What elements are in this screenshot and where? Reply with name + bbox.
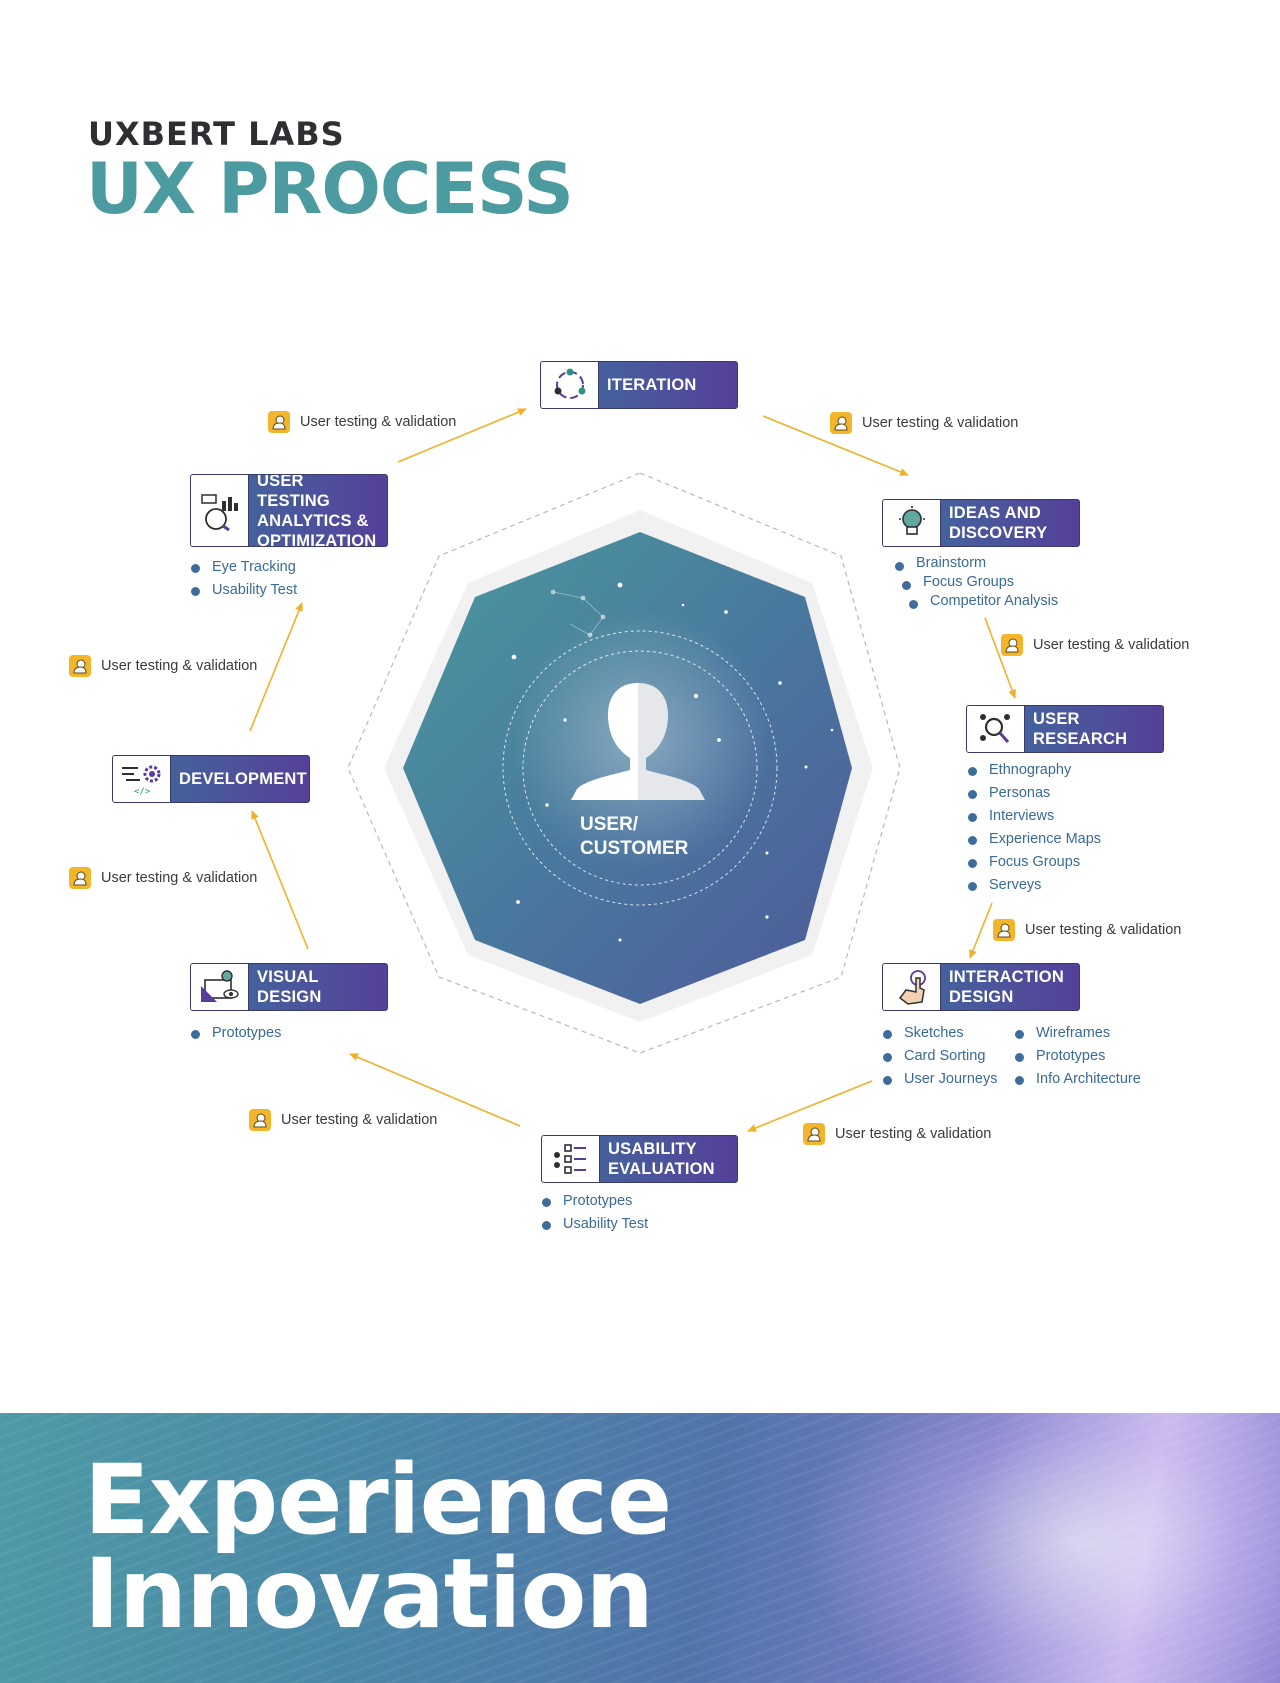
list-item: Info Architecture <box>1014 1068 1141 1091</box>
user-testing-icon <box>268 411 290 433</box>
user-testing-icon <box>69 867 91 889</box>
stage-user-research[interactable]: USER RESEARCH <box>966 705 1164 753</box>
magnifier-users-icon <box>967 706 1025 752</box>
list-item: Interviews <box>967 805 1101 828</box>
arrow-iteration-to-ideas <box>762 415 909 476</box>
stage-ideas-and-discovery[interactable]: IDEAS AND DISCOVERY <box>882 499 1080 547</box>
interaction-method-list-right: Wireframes Prototypes Info Architecture <box>1014 1022 1141 1091</box>
iteration-cycle-icon <box>541 362 599 408</box>
analytics-chart-icon <box>191 475 249 546</box>
list-item: Sketches <box>882 1022 997 1045</box>
user-testing-icon <box>249 1109 271 1131</box>
list-item: Prototypes <box>190 1022 281 1045</box>
list-item: Competitor Analysis <box>908 592 1058 611</box>
testing-method-list: Eye Tracking Usability Test <box>190 556 297 602</box>
validation-label: User testing & validation <box>803 1122 991 1146</box>
arrow-ideas-to-research <box>984 617 1016 699</box>
list-item: Personas <box>967 782 1101 805</box>
touch-hand-icon <box>883 964 941 1010</box>
list-item: Prototypes <box>541 1190 648 1213</box>
user-silhouette-icon <box>571 683 705 800</box>
footer-banner: Experience Innovation <box>0 1413 1280 1683</box>
ideas-method-list: Brainstorm Focus Groups Competitor Analy… <box>894 554 1058 611</box>
list-item: Serveys <box>967 874 1101 897</box>
arrow-visual-to-development <box>251 810 309 950</box>
validation-label: User testing & validation <box>830 411 1018 435</box>
user-testing-icon <box>1001 634 1023 656</box>
user-testing-icon <box>830 412 852 434</box>
stage-user-testing-analytics[interactable]: USER TESTING ANALYTICS & OPTIMIZATION <box>190 474 388 547</box>
outer-dashed-octagon <box>347 472 901 1054</box>
validation-label: User testing & validation <box>268 410 456 434</box>
user-testing-icon <box>993 919 1015 941</box>
list-item: Ethnography <box>967 759 1101 782</box>
research-method-list: Ethnography Personas Interviews Experien… <box>967 759 1101 897</box>
stage-development[interactable]: </> DEVELOPMENT <box>112 755 310 803</box>
stage-interaction-design[interactable]: INTERACTION DESIGN <box>882 963 1080 1011</box>
arrow-research-to-interaction <box>969 902 993 959</box>
arrow-testing-to-iteration <box>397 408 527 463</box>
orbit-ring-inner <box>522 650 758 886</box>
checklist-icon <box>542 1136 600 1182</box>
decor-constellation <box>550 589 606 638</box>
list-item: Card Sorting <box>882 1045 997 1068</box>
footer-slogan: Experience Innovation <box>84 1444 672 1650</box>
orbit-ring-outer <box>502 630 778 906</box>
center-user-label: USER/ CUSTOMER <box>580 814 689 859</box>
arrow-interaction-to-usability <box>747 1080 873 1132</box>
list-item: Brainstorm <box>894 554 1058 573</box>
stage-usability-evaluation[interactable]: USABILITY EVALUATION <box>541 1135 738 1183</box>
list-item: Eye Tracking <box>190 556 297 579</box>
visual-method-list: Prototypes <box>190 1022 281 1045</box>
interaction-method-list-left: Sketches Card Sorting User Journeys <box>882 1022 997 1091</box>
lightbulb-icon <box>883 500 941 546</box>
footer-texture <box>0 1413 1280 1683</box>
stage-visual-design[interactable]: VISUAL DESIGN <box>190 963 388 1011</box>
validation-label: User testing & validation <box>993 918 1181 942</box>
list-item: Experience Maps <box>967 828 1101 851</box>
arrow-development-to-testing <box>249 602 303 732</box>
code-gear-icon: </> <box>113 756 171 802</box>
list-item: Usability Test <box>541 1213 648 1236</box>
validation-label: User testing & validation <box>69 654 257 678</box>
footer-glow <box>800 1413 1280 1683</box>
list-item: Prototypes <box>1014 1045 1141 1068</box>
list-item: Wireframes <box>1014 1022 1141 1045</box>
svg-text:</>: </> <box>134 787 151 796</box>
brand-name: UXBERT LABS <box>88 115 345 153</box>
process-arrows <box>249 408 1016 1132</box>
stage-iteration[interactable]: ITERATION <box>540 361 738 409</box>
design-tools-icon <box>191 964 249 1010</box>
list-item: Focus Groups <box>967 851 1101 874</box>
validation-label: User testing & validation <box>1001 633 1189 657</box>
list-item: User Journeys <box>882 1068 997 1091</box>
user-testing-icon <box>69 655 91 677</box>
list-item: Usability Test <box>190 579 297 602</box>
validation-label: User testing & validation <box>249 1108 437 1132</box>
arrow-usability-to-visual <box>349 1053 521 1127</box>
user-testing-icon <box>803 1123 825 1145</box>
list-item: Focus Groups <box>901 573 1058 592</box>
ux-process-diagram <box>249 408 1016 1132</box>
decor-stars <box>511 582 834 942</box>
usability-method-list: Prototypes Usability Test <box>541 1190 648 1236</box>
page-title: UX PROCESS <box>86 148 574 230</box>
validation-label: User testing & validation <box>69 866 257 890</box>
